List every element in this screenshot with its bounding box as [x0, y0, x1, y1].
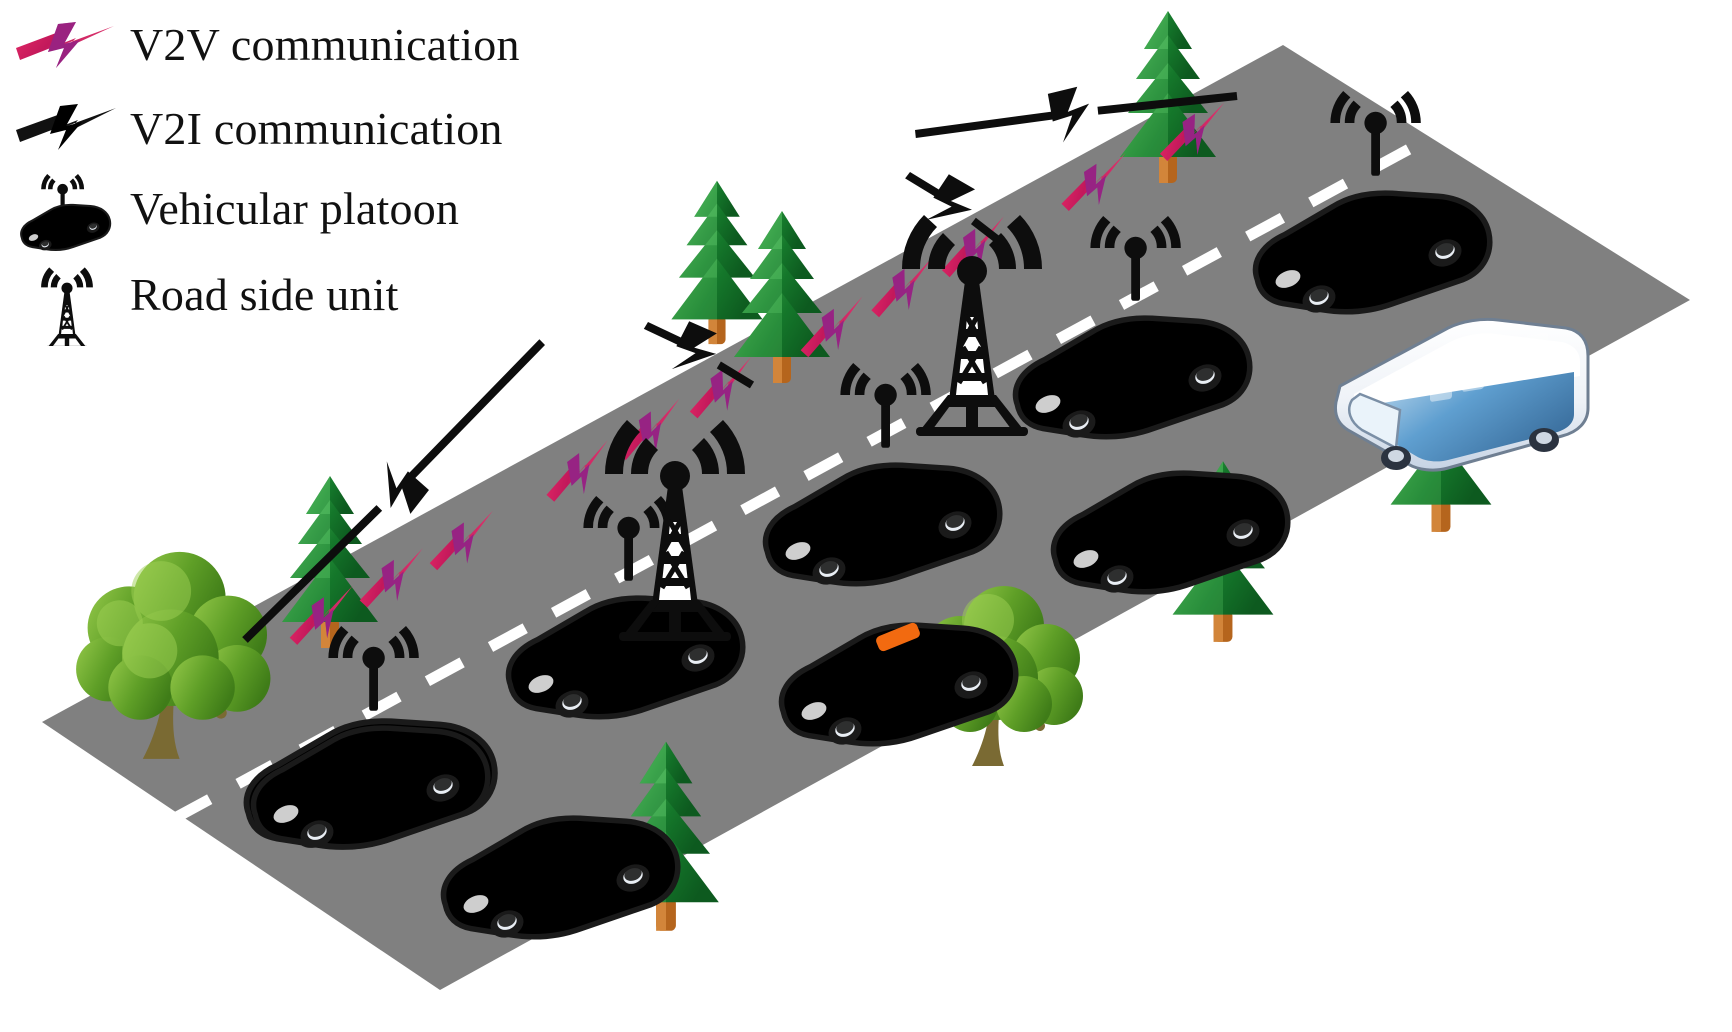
- yellow-taxi: [784, 621, 1013, 749]
- lane-dash: [424, 657, 465, 687]
- v2i-link-rsu2-to-car5: [915, 86, 1238, 143]
- rsu-tower-icon: [14, 258, 122, 346]
- lane-dash: [740, 486, 781, 516]
- legend-item-platoon: Vehicular platoon: [14, 172, 459, 246]
- legend-item-v2v: V2V communication: [14, 8, 520, 82]
- lane-dash: [361, 691, 402, 721]
- v2v-bolt-icon: [1159, 102, 1225, 161]
- legend-label-rsu: Road side unit: [130, 269, 399, 320]
- v2v-bolt-icon: [871, 256, 934, 318]
- v2v-link-leader-to-car2: [289, 510, 493, 645]
- v2v-bolt-icon: [289, 585, 353, 645]
- lane-dash: [803, 452, 844, 481]
- v2v-bolt-icon: [14, 8, 122, 82]
- v2v-link-car4-to-car5: [1061, 102, 1225, 211]
- v2v-bolt-icon: [546, 440, 608, 502]
- v2v-links-layer: [289, 102, 1225, 645]
- lane-dash: [1055, 315, 1096, 345]
- lane-dash: [1245, 212, 1286, 242]
- lane-dash: [172, 794, 213, 823]
- v2i-bolt-icon: [926, 174, 976, 220]
- v2i-link-rsu1-to-leader: [242, 339, 545, 643]
- v2i-bolt-icon: [14, 92, 122, 166]
- v2v-bolt-icon: [429, 510, 493, 571]
- v2i-link-rsu2-to-car4: [905, 172, 1005, 247]
- v2i-bolt-icon: [386, 461, 429, 514]
- lane-dash: [1181, 247, 1222, 276]
- pine-tree: [671, 180, 763, 345]
- legend-label-v2i: V2I communication: [130, 103, 503, 154]
- legend-item-v2i: V2I communication: [14, 92, 503, 166]
- lane-dash: [992, 349, 1033, 379]
- v2v-bolt-icon: [359, 548, 423, 608]
- v2v-bolt-icon: [800, 296, 863, 358]
- lane-dash: [487, 623, 528, 652]
- v2i-bolt-icon: [1047, 86, 1090, 143]
- city-bus: [1334, 317, 1590, 472]
- vehicles-layer: [249, 91, 1590, 942]
- v2v-bolt-icon: [1061, 152, 1126, 211]
- lane-dash: [550, 589, 591, 618]
- v2i-links-layer: [242, 86, 1238, 643]
- v2v-bolt-icon: [689, 356, 752, 419]
- v2i-bolt-icon: [671, 321, 717, 370]
- legend: V2V communication V2I communication: [0, 0, 620, 360]
- legend-item-rsu: Road side unit: [14, 258, 399, 346]
- v2i-link-rsu1-to-car3: [643, 321, 755, 389]
- platoon-car-icon: [14, 172, 122, 246]
- legend-label-platoon: Vehicular platoon: [130, 183, 460, 234]
- lane-dash: [614, 554, 655, 584]
- legend-label-v2v: V2V communication: [130, 19, 520, 70]
- lane-dash: [1308, 178, 1349, 208]
